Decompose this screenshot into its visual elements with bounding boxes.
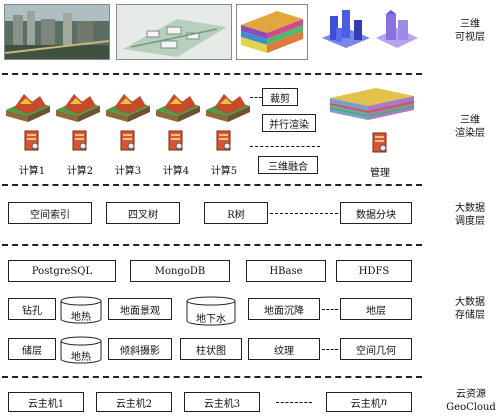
storage-connector bbox=[322, 309, 338, 310]
storage-connector bbox=[322, 349, 338, 350]
storage-item-reservoir: 储层 bbox=[8, 338, 56, 360]
visual-thumb-strata bbox=[236, 4, 308, 60]
compute-server-icon bbox=[24, 130, 40, 152]
visual-thumb-plant bbox=[116, 4, 232, 60]
schedule-rtree: R树 bbox=[204, 202, 268, 224]
render-op-parallel: 并行渲染 bbox=[262, 114, 316, 132]
separator-4 bbox=[2, 376, 422, 378]
layer-label-render: 三维渲染层 bbox=[455, 115, 485, 139]
compute-node-label: 计算3 bbox=[114, 166, 142, 177]
storage-item-geometry: 空间几何 bbox=[340, 338, 412, 360]
manage-server-icon bbox=[372, 132, 388, 154]
visual-iso-city-icon bbox=[318, 8, 374, 52]
storage-item-borehole: 钻孔 bbox=[8, 298, 56, 320]
storage-cylinder bbox=[60, 296, 102, 324]
render-terrain-tiles bbox=[4, 86, 254, 126]
compute-node-label: 计算4 bbox=[162, 166, 190, 177]
cloud-host-n-label: 云主机 bbox=[350, 398, 381, 410]
compute-node-label: 计算2 bbox=[66, 166, 94, 177]
compute-server-icon bbox=[168, 130, 184, 152]
separator-3 bbox=[2, 244, 422, 246]
layer-label-storage: 大数据存储层 bbox=[455, 297, 485, 321]
cloud-host-n-suffix: n bbox=[380, 396, 388, 408]
schedule-data-block: 数据分块 bbox=[340, 202, 412, 224]
storage-item-oblique-photo: 倾斜摄影 bbox=[108, 338, 172, 360]
layer-label-schedule: 大数据调度层 bbox=[455, 203, 485, 227]
storage-item-groundwater: 地下水 bbox=[196, 314, 226, 325]
db-hdfs: HDFS bbox=[336, 260, 412, 282]
render-op-clip: 裁剪 bbox=[262, 88, 298, 106]
storage-item-histogram: 柱状图 bbox=[180, 338, 242, 360]
db-postgresql: PostgreSQL bbox=[8, 260, 116, 282]
storage-item-geothermal-2: 地热 bbox=[71, 352, 91, 363]
storage-item-landscape: 地面景观 bbox=[108, 298, 172, 320]
render-op-fusion: 三维融合 bbox=[258, 156, 318, 174]
cloud-host-3: 云主机3 bbox=[184, 392, 260, 412]
manage-label: 管理 bbox=[370, 168, 390, 179]
schedule-spatial-index: 空间索引 bbox=[8, 202, 92, 224]
storage-item-subsidence: 地面沉降 bbox=[248, 298, 320, 320]
separator-2 bbox=[2, 184, 422, 186]
storage-cylinder bbox=[60, 336, 102, 364]
compute-server-icon bbox=[120, 130, 136, 152]
visual-iso-building-icon bbox=[372, 8, 422, 52]
cloud-connector bbox=[276, 402, 312, 403]
cloud-host-1: 云主机1 bbox=[8, 392, 84, 412]
compute-server-icon bbox=[72, 130, 88, 152]
db-mongodb: MongoDB bbox=[130, 260, 230, 282]
render-strata-model bbox=[326, 84, 418, 124]
compute-node-label: 计算5 bbox=[210, 166, 238, 177]
storage-item-geothermal: 地热 bbox=[71, 312, 91, 323]
compute-node-label: 计算1 bbox=[18, 166, 46, 177]
storage-item-texture: 纹理 bbox=[248, 338, 320, 360]
render-connector bbox=[250, 146, 320, 147]
visual-thumb-city bbox=[4, 4, 110, 60]
schedule-quadtree: 四叉树 bbox=[106, 202, 180, 224]
separator-1 bbox=[2, 73, 422, 75]
storage-item-stratum: 地层 bbox=[340, 298, 412, 320]
storage-cylinder bbox=[186, 296, 236, 326]
schedule-connector bbox=[270, 213, 338, 214]
layer-label-visual: 三维可视层 bbox=[455, 19, 485, 43]
compute-server-icon bbox=[216, 130, 232, 152]
db-hbase: HBase bbox=[246, 260, 326, 282]
render-connector bbox=[250, 97, 262, 98]
cloud-host-2: 云主机2 bbox=[96, 392, 172, 412]
